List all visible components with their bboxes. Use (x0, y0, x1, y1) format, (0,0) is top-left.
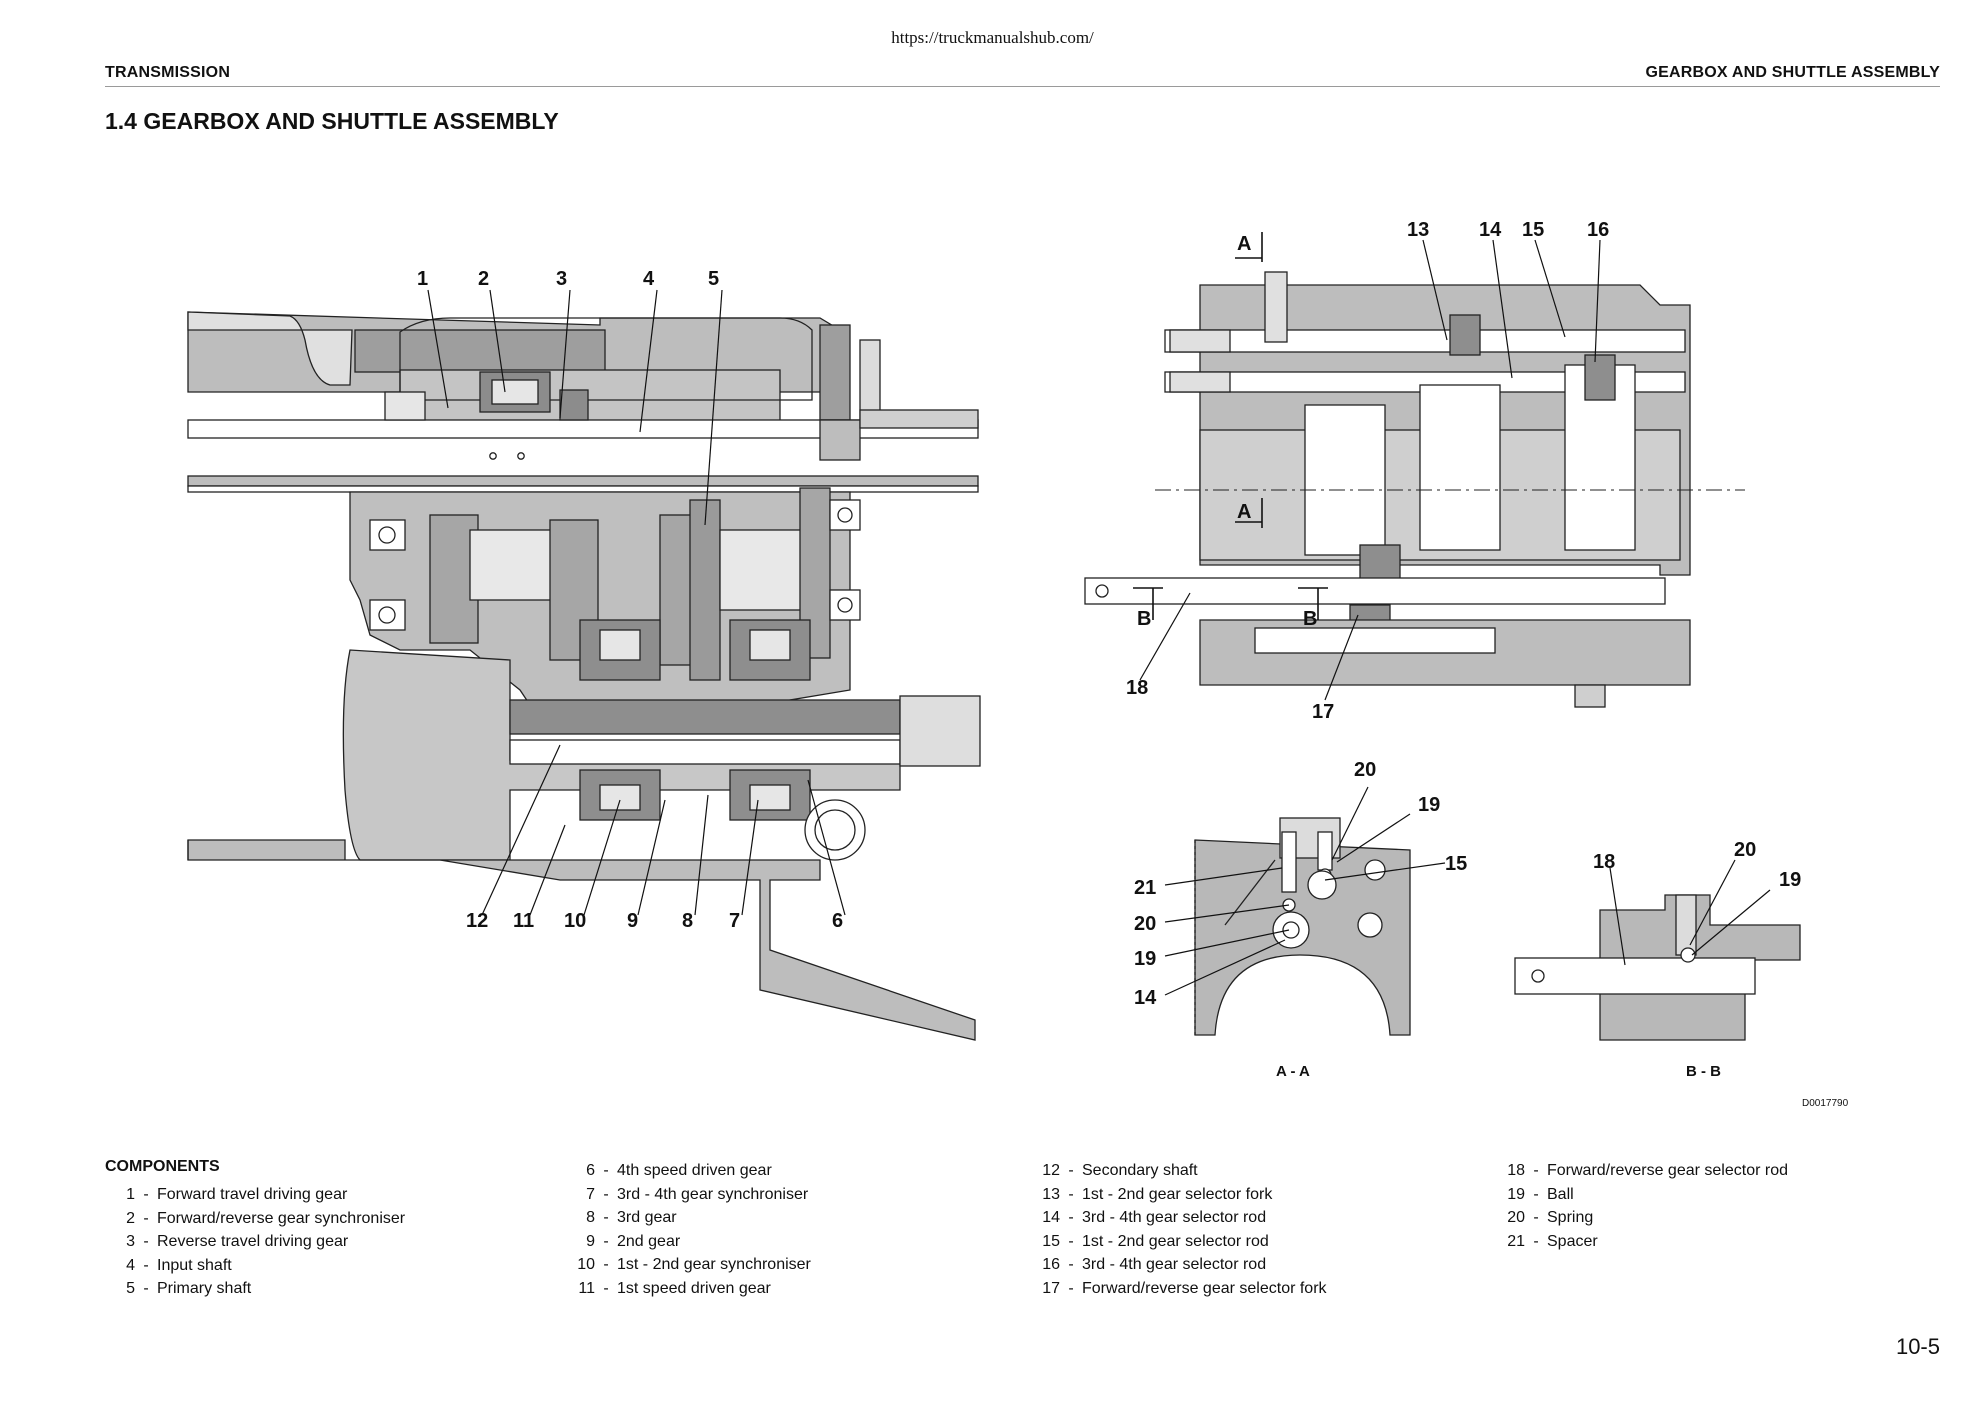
components-column-2: 6-4th speed driven gear 7-3rd - 4th gear… (565, 1162, 811, 1304)
gearbox-drawing: A A B B (187, 219, 1849, 1109)
components-column-4: 18-Forward/reverse gear selector rod 19-… (1495, 1162, 1788, 1256)
header-section: TRANSMISSION (105, 64, 231, 81)
header-chapter: GEARBOX AND SHUTTLE ASSEMBLY (1645, 64, 1940, 81)
drawing-code: D0017790 (1802, 1098, 1849, 1109)
component-item: 17-Forward/reverse gear selector fork (1042, 1279, 1327, 1297)
callout-numbers: 1 2 3 4 5 6 7 8 9 10 11 12 13 14 15 16 1… (417, 219, 1801, 1009)
component-item: 19-Ball (1507, 1185, 1574, 1203)
section-name-bb: B - B (1686, 1063, 1721, 1080)
callout-15-aa: 15 (1445, 853, 1467, 875)
callout-8: 8 (682, 910, 693, 932)
component-item: 11-1st speed driven gear (578, 1279, 771, 1297)
component-item: 20-Spring (1507, 1209, 1594, 1227)
component-item: 12-Secondary shaft (1042, 1162, 1198, 1179)
component-item: 1-Forward travel driving gear (126, 1186, 348, 1203)
callout-20-aa: 20 (1134, 913, 1156, 935)
section-markers: A A B B (1133, 232, 1328, 630)
callout-16: 16 (1587, 219, 1609, 241)
components-list: COMPONENTS 1-Forward travel driving gear… (105, 1158, 1945, 1297)
section-name-aa: A - A (1276, 1063, 1310, 1080)
callout-18: 18 (1126, 677, 1148, 699)
component-item: 2-Forward/reverse gear synchroniser (126, 1209, 406, 1227)
selector-leader-lines (1139, 239, 1601, 701)
component-item: 7-3rd - 4th gear synchroniser (586, 1185, 809, 1203)
callout-19-bb: 19 (1779, 869, 1801, 891)
section-marker-b-right: B (1303, 608, 1317, 630)
callout-15: 15 (1522, 219, 1544, 241)
main-section-drawing (187, 311, 981, 1041)
callout-17: 17 (1312, 701, 1334, 723)
section-aa-leader-lines (1164, 786, 1446, 996)
component-item: 10-1st - 2nd gear synchroniser (577, 1256, 811, 1274)
component-item: 4-Input shaft (126, 1256, 232, 1274)
callout-20: 20 (1354, 759, 1376, 781)
section-marker-a-top: A (1237, 233, 1251, 255)
callout-3: 3 (556, 268, 567, 290)
callout-20-bb: 20 (1734, 839, 1756, 861)
component-item: 16-3rd - 4th gear selector rod (1042, 1256, 1267, 1274)
component-item: 8-3rd gear (586, 1209, 677, 1227)
components-column-3: 12-Secondary shaft 13-1st - 2nd gear sel… (1030, 1162, 1327, 1304)
component-item: 13-1st - 2nd gear selector fork (1042, 1185, 1273, 1203)
section-marker-a-bottom: A (1237, 501, 1251, 523)
callout-6: 6 (832, 910, 843, 932)
callout-7: 7 (729, 910, 740, 932)
callout-13: 13 (1407, 219, 1429, 241)
selector-section-drawing (1084, 271, 1745, 708)
callout-14-aa: 14 (1134, 987, 1157, 1009)
component-item: 5-Primary shaft (126, 1280, 252, 1298)
callout-21: 21 (1134, 877, 1156, 899)
callout-5: 5 (708, 268, 719, 290)
component-item: 14-3rd - 4th gear selector rod (1042, 1209, 1267, 1227)
section-bb-leader-lines (1609, 859, 1771, 966)
callout-2: 2 (478, 268, 489, 290)
components-column-1: 1-Forward travel driving gear 2-Forward/… (105, 1186, 405, 1304)
component-item: 21-Spacer (1507, 1232, 1598, 1250)
component-item: 3-Reverse travel driving gear (126, 1233, 349, 1251)
callout-11: 11 (513, 910, 534, 932)
header-rule (105, 86, 1940, 87)
page-number: 10-5 (1895, 1334, 1940, 1359)
source-url: https://truckmanualshub.com/ (891, 28, 1094, 47)
component-item: 6-4th speed driven gear (586, 1162, 772, 1179)
callout-4: 4 (643, 268, 655, 290)
section-aa-drawing (1194, 817, 1411, 1036)
callout-19-aa: 19 (1134, 948, 1156, 970)
component-item: 9-2nd gear (586, 1232, 681, 1250)
component-item: 15-1st - 2nd gear selector rod (1042, 1232, 1269, 1250)
callout-1: 1 (417, 268, 428, 290)
callout-14: 14 (1479, 219, 1502, 241)
section-marker-b-left: B (1137, 608, 1151, 630)
components-heading: COMPONENTS (105, 1158, 220, 1175)
callout-10: 10 (564, 910, 586, 932)
section-bb-drawing (1514, 894, 1801, 1041)
callout-18-bb: 18 (1593, 851, 1615, 873)
callout-19: 19 (1418, 794, 1440, 816)
callout-9: 9 (627, 910, 638, 932)
component-item: 18-Forward/reverse gear selector rod (1507, 1162, 1788, 1179)
page-title: 1.4 GEARBOX AND SHUTTLE ASSEMBLY (105, 108, 559, 134)
main-leader-lines (427, 289, 846, 916)
callout-12: 12 (466, 910, 488, 932)
